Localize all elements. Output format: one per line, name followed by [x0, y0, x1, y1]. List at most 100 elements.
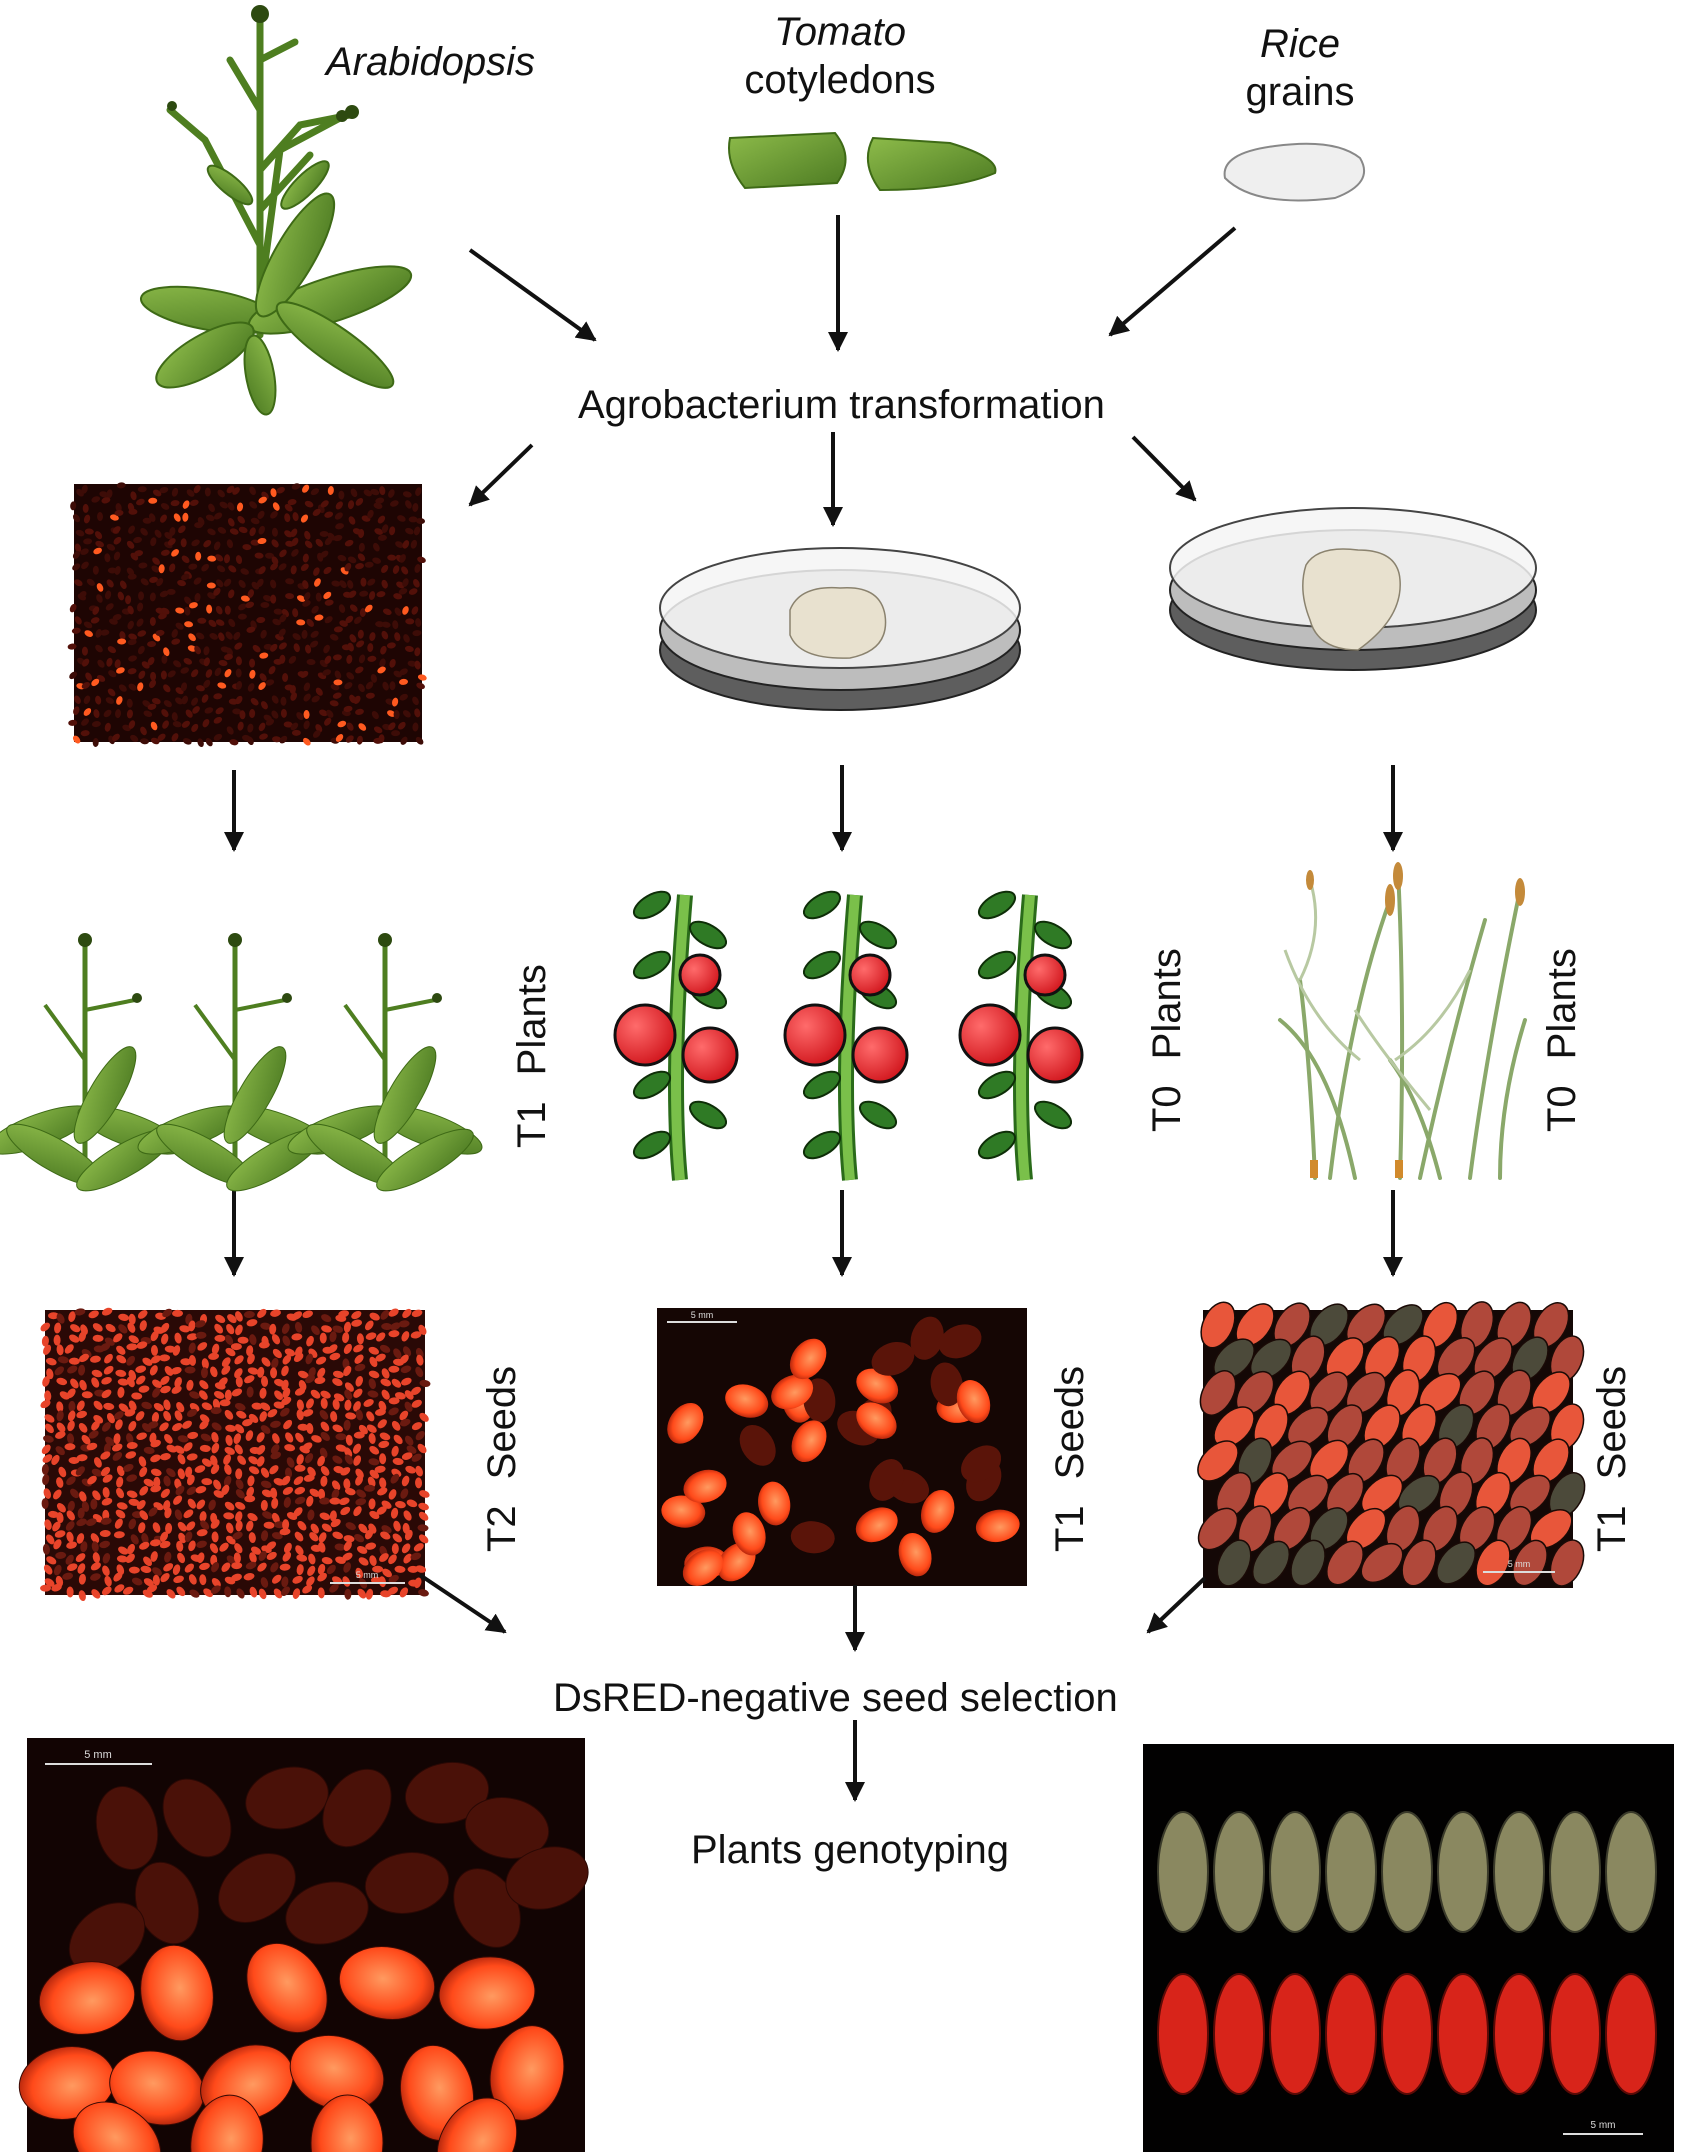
seed — [353, 1455, 362, 1466]
seed — [404, 1761, 490, 1825]
seed — [102, 1565, 110, 1577]
seed — [920, 1489, 955, 1533]
seed — [112, 1443, 123, 1452]
seed — [329, 1497, 341, 1505]
seed — [377, 1487, 388, 1496]
seed — [92, 1334, 104, 1342]
seed — [143, 1578, 154, 1587]
seed — [78, 1590, 86, 1602]
seed — [418, 1502, 429, 1511]
seed — [294, 1496, 306, 1505]
seed — [246, 1486, 255, 1498]
seed — [375, 1353, 386, 1362]
seed — [335, 1433, 347, 1441]
seed — [136, 1432, 147, 1440]
seed — [415, 1477, 423, 1489]
seed — [164, 1507, 172, 1519]
seed — [184, 1531, 193, 1543]
seed — [369, 1312, 380, 1321]
seed — [415, 1366, 424, 1378]
seed — [354, 1534, 365, 1543]
seed — [270, 1420, 281, 1428]
seed — [117, 1378, 129, 1386]
seed — [332, 1424, 344, 1433]
seed — [390, 1473, 400, 1484]
seed — [51, 1583, 62, 1592]
seed — [311, 1325, 320, 1336]
seed — [178, 1532, 187, 1544]
seed — [236, 1410, 247, 1419]
seed — [224, 1409, 234, 1420]
seed — [402, 1308, 412, 1319]
seed — [399, 1587, 409, 1598]
seed — [343, 1321, 352, 1333]
seed — [160, 1375, 170, 1385]
seed — [263, 1521, 275, 1529]
seed — [315, 1356, 327, 1365]
seed — [218, 1377, 228, 1387]
seed — [261, 1375, 269, 1387]
seed — [126, 1376, 135, 1388]
seed — [199, 1444, 211, 1452]
seed — [344, 1454, 354, 1465]
seed — [856, 1368, 899, 1404]
seed — [381, 1389, 390, 1400]
seed — [186, 1379, 194, 1391]
seed — [399, 1418, 411, 1427]
seed — [258, 1550, 267, 1561]
seed — [320, 1466, 330, 1476]
seed — [115, 1419, 123, 1430]
arabidopsis-label: Arabidopsis — [326, 40, 536, 84]
seed — [382, 1568, 392, 1578]
seed — [174, 1332, 182, 1344]
seed — [354, 1363, 366, 1372]
seed — [67, 1410, 76, 1422]
seed — [247, 1513, 258, 1522]
seed — [139, 1486, 149, 1496]
top-arrows — [468, 215, 1237, 527]
seed — [223, 1512, 235, 1520]
grain-positive — [1437, 1973, 1489, 2095]
seed — [115, 1509, 126, 1519]
seed — [245, 1561, 257, 1570]
seed — [128, 1335, 139, 1344]
seed — [342, 1552, 353, 1561]
seed — [282, 1387, 291, 1399]
seed — [340, 1467, 351, 1476]
seed — [374, 1408, 386, 1416]
seed — [150, 1439, 161, 1448]
seed — [231, 1573, 242, 1582]
seed — [128, 1566, 140, 1574]
seed — [308, 1553, 316, 1565]
seed — [317, 1563, 326, 1575]
seed — [196, 1499, 206, 1510]
seed — [92, 1490, 101, 1501]
seed — [401, 1377, 412, 1386]
seed — [196, 1529, 208, 1537]
seed — [174, 1410, 183, 1421]
seed — [270, 1309, 281, 1317]
seed — [364, 1320, 374, 1331]
seed — [329, 1583, 339, 1593]
seed — [231, 1388, 243, 1397]
seed — [320, 1397, 328, 1409]
seed — [166, 1468, 176, 1478]
seed — [138, 1456, 147, 1467]
seed — [118, 1313, 130, 1321]
seed — [393, 1348, 402, 1359]
seed — [69, 1334, 80, 1343]
seed — [91, 1589, 101, 1599]
seed — [302, 1310, 313, 1319]
seed — [282, 1354, 292, 1365]
seed — [186, 1333, 198, 1341]
seed — [55, 1446, 65, 1456]
middle-arrows — [224, 765, 1403, 1277]
grain — [1197, 1507, 1239, 1551]
seed — [153, 1403, 164, 1412]
grain-positive — [1605, 1973, 1657, 2095]
seed — [186, 1474, 195, 1486]
seed — [356, 1545, 368, 1554]
seed — [344, 1382, 354, 1392]
arabidopsis-t2-seeds-image: 5 mm — [40, 1307, 431, 1602]
seed — [292, 1588, 301, 1599]
